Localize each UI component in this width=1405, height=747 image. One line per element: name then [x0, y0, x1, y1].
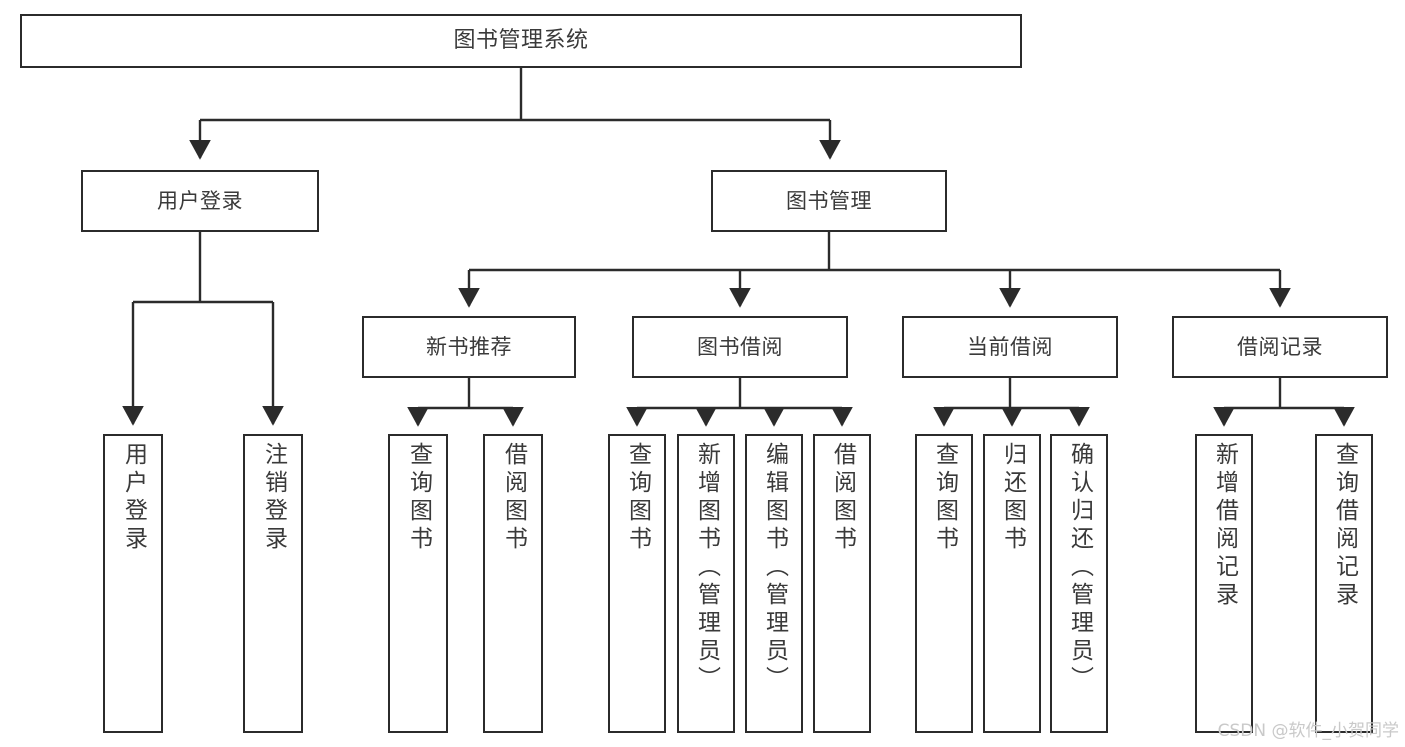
node-label: 新书推荐 [426, 334, 512, 359]
node-label: 新增图书（管理员） [693, 442, 720, 694]
node-label: 归还图书 [999, 442, 1026, 554]
node-leaf-query-book-1[interactable]: 查询图书 [388, 434, 448, 733]
node-current-borrow[interactable]: 当前借阅 [902, 316, 1118, 378]
node-label: 查询借阅记录 [1331, 442, 1358, 610]
node-label: 借阅图书 [500, 442, 527, 554]
node-leaf-confirm-return[interactable]: 确认归还（管理员） [1050, 434, 1108, 733]
node-label: 新增借阅记录 [1211, 442, 1238, 610]
node-leaf-add-book[interactable]: 新增图书（管理员） [677, 434, 735, 733]
node-label: 借阅图书 [829, 442, 856, 554]
node-leaf-borrow-book-2[interactable]: 借阅图书 [813, 434, 871, 733]
node-borrow-record[interactable]: 借阅记录 [1172, 316, 1388, 378]
node-label: 查询图书 [624, 442, 651, 554]
node-leaf-query-book-2[interactable]: 查询图书 [608, 434, 666, 733]
node-label: 用户登录 [120, 442, 147, 554]
node-leaf-add-record[interactable]: 新增借阅记录 [1195, 434, 1253, 733]
node-label: 图书借阅 [697, 334, 783, 359]
csdn-watermark: CSDN @软件_小贺同学 [1217, 721, 1399, 741]
node-user-login[interactable]: 用户登录 [81, 170, 319, 232]
node-leaf-return-book[interactable]: 归还图书 [983, 434, 1041, 733]
node-leaf-user-login[interactable]: 用户登录 [103, 434, 163, 733]
node-leaf-query-record[interactable]: 查询借阅记录 [1315, 434, 1373, 733]
node-label: 图书管理系统 [453, 28, 589, 54]
node-book-manage[interactable]: 图书管理 [711, 170, 947, 232]
node-label: 查询图书 [931, 442, 958, 554]
node-leaf-borrow-book-1[interactable]: 借阅图书 [483, 434, 543, 733]
node-label: 借阅记录 [1237, 334, 1323, 359]
node-leaf-query-book-3[interactable]: 查询图书 [915, 434, 973, 733]
node-label: 用户登录 [157, 188, 243, 213]
node-label: 查询图书 [405, 442, 432, 554]
node-label: 确认归还（管理员） [1066, 442, 1093, 694]
node-label: 注销登录 [260, 442, 287, 554]
node-book-borrow[interactable]: 图书借阅 [632, 316, 848, 378]
node-label: 当前借阅 [967, 334, 1053, 359]
node-new-book-rec[interactable]: 新书推荐 [362, 316, 576, 378]
node-label: 图书管理 [786, 188, 872, 213]
node-leaf-logout[interactable]: 注销登录 [243, 434, 303, 733]
node-root-system[interactable]: 图书管理系统 [20, 14, 1022, 68]
node-label: 编辑图书（管理员） [761, 442, 788, 694]
node-leaf-edit-book[interactable]: 编辑图书（管理员） [745, 434, 803, 733]
